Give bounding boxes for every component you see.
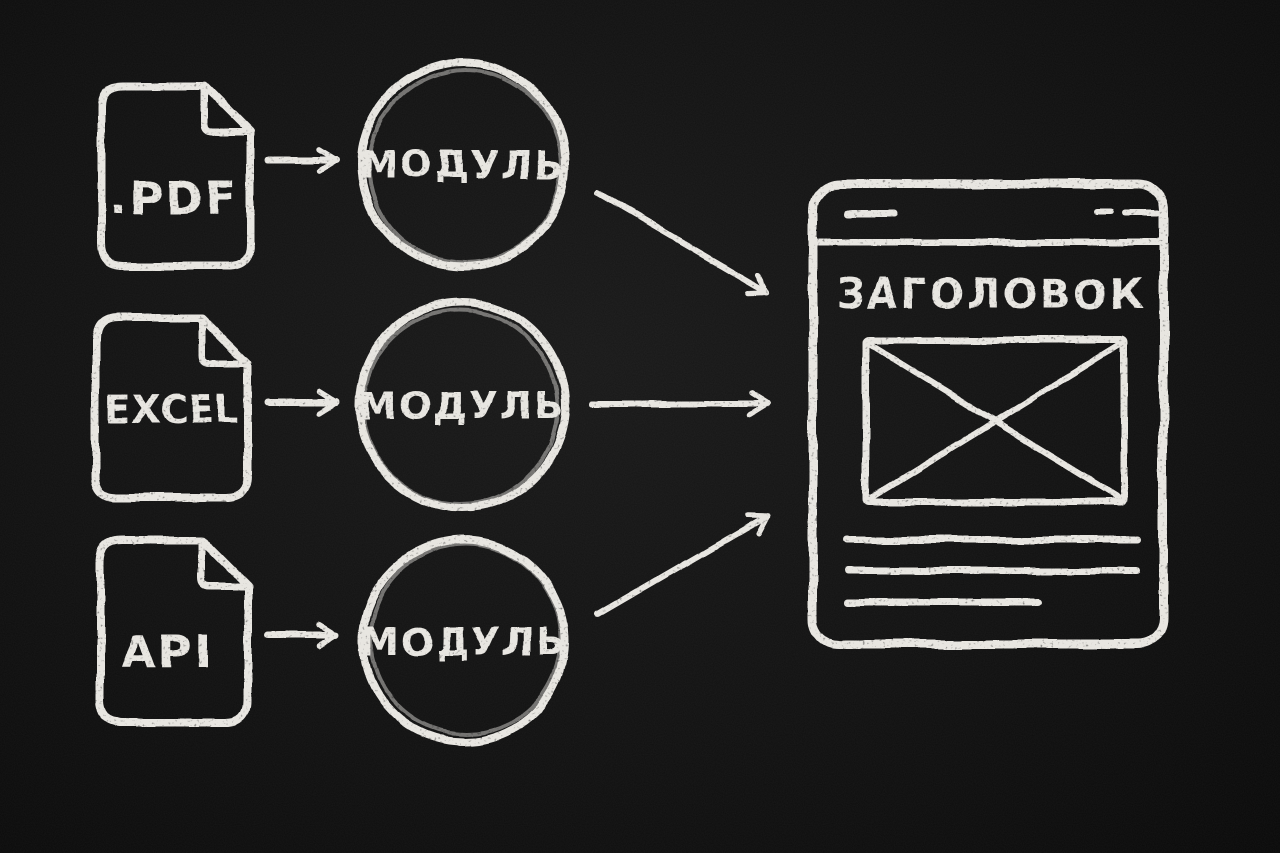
pdf-file-icon: .PDF xyxy=(98,82,254,270)
api-file-icon: API xyxy=(96,536,252,726)
page-title: ЗАГОЛОВОК xyxy=(836,272,1146,318)
module-label: МОДУЛЬ xyxy=(360,143,566,187)
pdf-label: .PDF xyxy=(110,171,239,225)
module-label: МОДУЛЬ xyxy=(361,620,567,664)
excel-label: EXCEL xyxy=(105,388,239,431)
excel-file-icon: EXCEL xyxy=(92,314,252,502)
module-node-3: МОДУЛЬ xyxy=(359,536,569,746)
browser-window: ЗАГОЛОВОК xyxy=(808,179,1168,649)
arrow-module3-to-page xyxy=(595,512,771,618)
api-label: API xyxy=(121,625,213,679)
module-label: МОДУЛЬ xyxy=(359,384,565,428)
module-node-1: МОДУЛЬ xyxy=(357,58,569,270)
image-placeholder xyxy=(862,336,1128,506)
arrow-module1-to-page xyxy=(595,190,771,296)
module-node-2: МОДУЛЬ xyxy=(355,298,569,512)
